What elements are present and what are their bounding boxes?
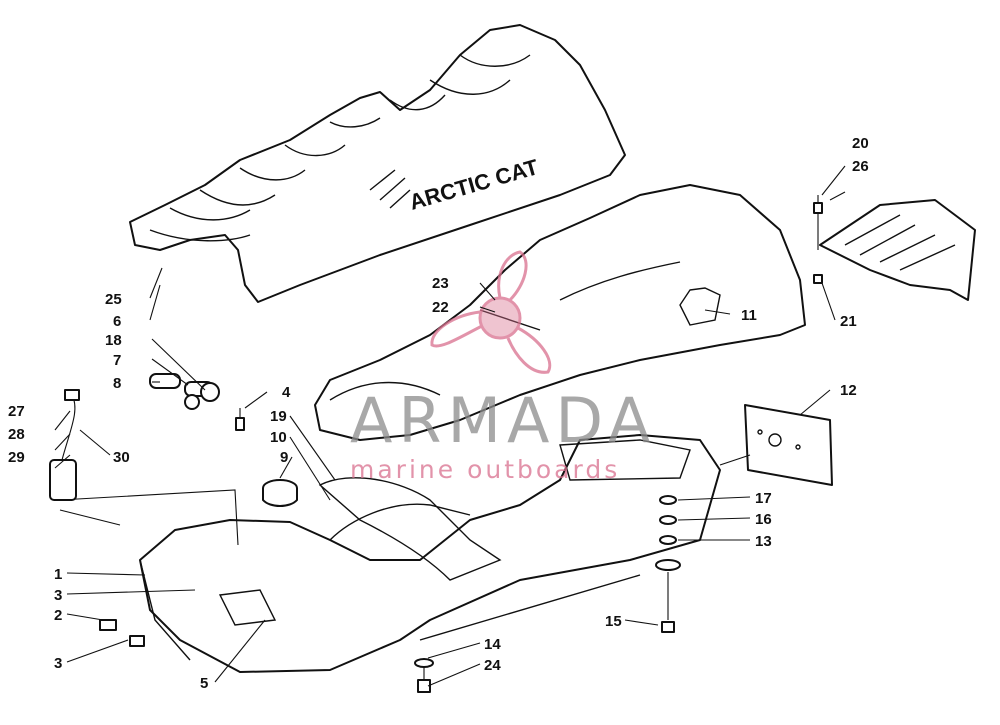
callout-29: 29 bbox=[8, 449, 25, 466]
callout-24: 24 bbox=[484, 657, 501, 674]
callout-2: 2 bbox=[54, 607, 62, 624]
callout-3-lower: 3 bbox=[54, 655, 62, 672]
callout-17: 17 bbox=[755, 490, 772, 507]
callout-9: 9 bbox=[280, 449, 288, 466]
tank-fittings bbox=[99, 619, 145, 647]
callout-10: 10 bbox=[270, 429, 287, 446]
callout-7: 7 bbox=[113, 352, 121, 369]
callout-16: 16 bbox=[755, 511, 772, 528]
callout-1: 1 bbox=[54, 566, 62, 583]
callout-23: 23 bbox=[432, 275, 449, 292]
callout-5: 5 bbox=[200, 675, 208, 692]
hardware-stack bbox=[414, 454, 751, 693]
callout-19: 19 bbox=[270, 408, 287, 425]
fuel-cap bbox=[262, 479, 298, 507]
callout-8: 8 bbox=[113, 375, 121, 392]
watermark-subtitle: marine outboards bbox=[350, 455, 620, 484]
propeller-logo-icon bbox=[430, 250, 552, 374]
leader-lines bbox=[54, 165, 846, 687]
callout-26: 26 bbox=[852, 158, 869, 175]
callout-11: 11 bbox=[741, 307, 757, 324]
seat-base bbox=[314, 184, 806, 441]
seat-cover: ARCTIC CAT bbox=[129, 24, 626, 303]
watermark-title: ARMADA bbox=[350, 384, 656, 457]
lower-hull bbox=[139, 434, 721, 673]
callout-20: 20 bbox=[852, 135, 869, 152]
callout-14: 14 bbox=[484, 636, 501, 653]
callout-27: 27 bbox=[8, 403, 25, 420]
vent-fittings bbox=[149, 373, 220, 410]
armada-watermark: ARMADA marine outboards bbox=[350, 250, 656, 484]
fuel-line-assembly bbox=[49, 389, 245, 546]
mounting-plate bbox=[744, 404, 833, 486]
callout-4: 4 bbox=[282, 384, 291, 401]
callout-30: 30 bbox=[113, 449, 130, 466]
callout-28: 28 bbox=[8, 426, 25, 443]
callout-22: 22 bbox=[432, 299, 449, 316]
callout-6: 6 bbox=[113, 313, 121, 330]
callout-labels: 25 6 18 7 8 4 19 10 9 23 22 11 12 20 26 … bbox=[8, 135, 869, 692]
callout-25: 25 bbox=[105, 291, 122, 308]
callout-15: 15 bbox=[605, 613, 622, 630]
callout-13: 13 bbox=[755, 533, 772, 550]
callout-3-upper: 3 bbox=[54, 587, 62, 604]
callout-18: 18 bbox=[105, 332, 122, 349]
callout-21: 21 bbox=[840, 313, 857, 330]
tray-bracket bbox=[813, 195, 976, 301]
callout-12: 12 bbox=[840, 382, 857, 399]
